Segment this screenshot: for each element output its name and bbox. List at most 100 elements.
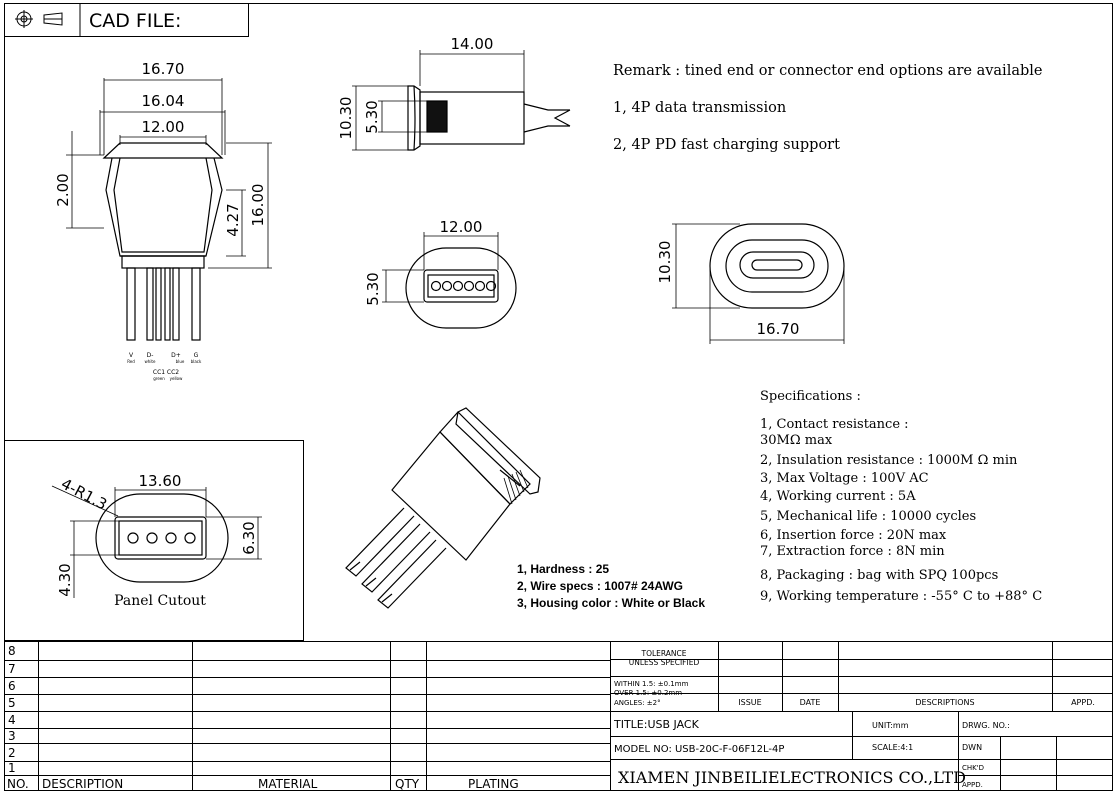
projection-symbol-icon — [15, 10, 63, 28]
dim-top-height: 10.30 — [337, 97, 355, 140]
cad-file-label: CAD FILE: — [89, 10, 181, 32]
side-view — [66, 78, 272, 341]
spec-line: 7, Extraction force : 8N min — [760, 544, 945, 559]
rear-view — [672, 223, 845, 344]
dim-top-pin-height: 5.30 — [363, 100, 381, 133]
rev-header-descriptions: DESCRIPTIONS — [915, 698, 974, 707]
spec-line: 5, Mechanical life : 10000 cycles — [760, 509, 976, 524]
row-number: 3 — [8, 729, 16, 743]
tolerance-line: WITHIN 1.5: ±0.1mm — [614, 680, 689, 688]
bom-header-plating: PLATING — [468, 777, 519, 791]
company-name: XIAMEN JINBEILIELECTRONICS CO.,LTD — [618, 768, 966, 787]
dim-front-height: 5.30 — [364, 272, 382, 305]
remark-line: Remark : tined end or connector end opti… — [613, 63, 1042, 79]
note-line: 1, Hardness : 25 — [517, 562, 609, 576]
pin-dplus-color: blue — [176, 359, 185, 364]
panel-cutout-caption: Panel Cutout — [114, 593, 206, 609]
dim-panel-height-inner: 4.30 — [56, 563, 74, 596]
header: CAD FILE: — [15, 10, 181, 32]
pin-g-label: G — [194, 352, 199, 359]
dim-front-width: 12.00 — [440, 218, 483, 236]
panel-cutout — [51, 485, 262, 598]
spec-line: 1, Contact resistance : — [760, 417, 909, 432]
drawn-by-label: DWN — [962, 743, 982, 752]
notes: 1, Hardness : 25 2, Wire specs : 1007# 2… — [517, 562, 705, 610]
pin-labels: V Red D- white D+ blue G black CC1 green… — [127, 352, 202, 381]
tolerance-subtitle: UNLESS SPECIFIED — [629, 658, 700, 667]
bom-header: NO. DESCRIPTION MATERIAL QTY PLATING — [7, 777, 519, 791]
tolerance-title: TOLERANCE — [640, 649, 686, 658]
pin-v-label: V — [129, 352, 134, 359]
row-number: 7 — [8, 662, 16, 676]
specs-title: Specifications : — [760, 389, 861, 404]
panel-cutout-box — [4, 440, 304, 641]
rev-header-issue: ISSUE — [738, 698, 761, 707]
scale-label: SCALE:4:1 — [872, 743, 913, 752]
pin-cc1-label: CC1 — [153, 369, 165, 376]
revision-numbers: 8 7 6 5 4 3 2 1 — [8, 644, 16, 775]
sheet-border — [4, 3, 1113, 791]
note-line: 2, Wire specs : 1007# 24AWG — [517, 579, 683, 593]
dim-side-height: 16.00 — [249, 184, 267, 227]
spec-line: 2, Insulation resistance : 1000M Ω min — [760, 453, 1018, 468]
isometric-view — [345, 407, 541, 609]
pin-cc1-color: green — [153, 376, 165, 381]
dim-panel-height: 6.30 — [240, 521, 258, 554]
dim-rear-width: 16.70 — [757, 320, 800, 338]
remarks: Remark : tined end or connector end opti… — [613, 63, 1042, 153]
spec-line: 3, Max Voltage : 100V AC — [760, 471, 929, 486]
pin-cc2-color: yellow — [170, 376, 183, 381]
checked-by-label: CHK'D — [962, 764, 984, 772]
row-number: 4 — [8, 713, 16, 727]
tolerance-line: ANGLES: ±2° — [614, 699, 661, 707]
row-number: 2 — [8, 746, 16, 760]
title-block — [610, 641, 1113, 791]
specifications: Specifications : 1, Contact resistance :… — [760, 389, 1042, 604]
dim-side-width-outer: 16.70 — [142, 60, 185, 78]
rev-header-appd: APPD. — [1071, 698, 1095, 707]
spec-line: 4, Working current : 5A — [760, 489, 916, 504]
pin-dminus-label: D- — [147, 352, 154, 359]
dim-panel-radius: 4-R1.3 — [58, 475, 110, 514]
spec-line: 8, Packaging : bag with SPQ 100pcs — [760, 568, 998, 583]
bom-header-description: DESCRIPTION — [42, 777, 123, 791]
dim-panel-width: 13.60 — [139, 472, 182, 490]
drawing-title: TITLE:USB JACK — [613, 718, 700, 731]
spec-line: 6, Insertion force : 20N max — [760, 528, 947, 543]
pin-dplus-label: D+ — [171, 352, 181, 359]
spec-line: 9, Working temperature : -55° C to +88° … — [760, 589, 1042, 604]
tolerance-block: TOLERANCE UNLESS SPECIFIED WITHIN 1.5: ±… — [614, 649, 699, 707]
dim-rear-height: 10.30 — [656, 241, 674, 284]
rev-header-date: DATE — [800, 698, 821, 707]
bom-header-no: NO. — [7, 777, 29, 791]
remark-line: 2, 4P PD fast charging support — [613, 137, 840, 153]
spec-line: 30MΩ max — [760, 433, 833, 448]
row-number: 1 — [8, 761, 16, 775]
dim-side-height-inner: 4.27 — [224, 203, 242, 236]
revision-header: ISSUE DATE DESCRIPTIONS APPD. — [738, 698, 1095, 707]
bom-header-qty: QTY — [395, 777, 420, 791]
header-box — [4, 3, 249, 37]
row-number: 8 — [8, 644, 16, 658]
dim-top-length: 14.00 — [451, 35, 494, 53]
dim-side-width-inner: 12.00 — [142, 118, 185, 136]
approved-by-label: APPD. — [962, 781, 983, 789]
pin-v-color: Red — [127, 359, 135, 364]
remark-line: 1, 4P data transmission — [613, 100, 786, 116]
bom-header-material: MATERIAL — [258, 777, 318, 791]
drawing-number-label: DRWG. NO.: — [962, 721, 1010, 730]
dim-side-left: 2.00 — [54, 173, 72, 206]
pin-cc2-label: CC2 — [167, 369, 179, 376]
tolerance-line: OVER 1.5: ±0.2mm — [614, 689, 682, 697]
bom-table — [4, 641, 1113, 791]
model-number: MODEL NO: USB-20C-F-06F12L-4P — [614, 744, 784, 755]
note-line: 3, Housing color : White or Black — [517, 596, 705, 610]
front-view — [382, 232, 517, 329]
row-number: 5 — [8, 696, 16, 710]
dim-side-width-mid: 16.04 — [142, 92, 185, 110]
row-number: 6 — [8, 679, 16, 693]
pin-dminus-color: white — [145, 359, 156, 364]
top-view — [352, 50, 571, 151]
unit-label: UNIT:mm — [872, 721, 909, 730]
